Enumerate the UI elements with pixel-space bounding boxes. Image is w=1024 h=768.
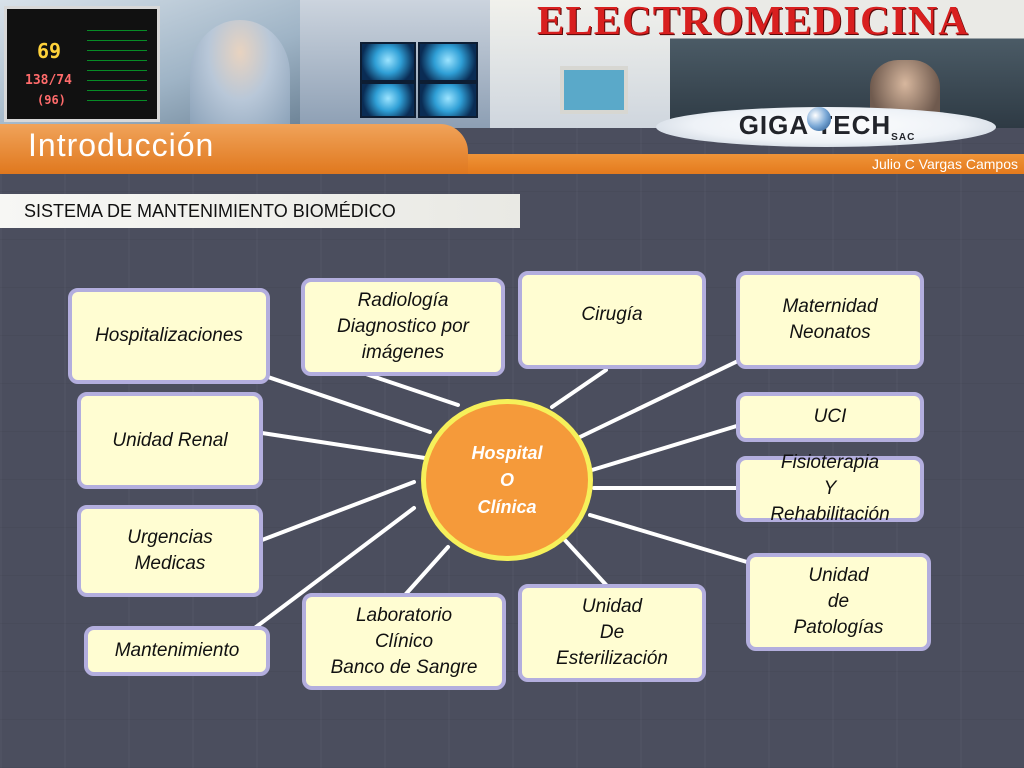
connector-esterilizacion [561,536,610,589]
monitor-value-mean: (96) [37,93,66,107]
banner-photo-monitor: 69 138/74 (96) [0,0,300,128]
brand-title: ELECTROMEDICINA [537,0,969,43]
connector-cirugia [550,368,608,409]
node-unidad-renal: Unidad Renal [77,392,263,489]
brain-scan-image [418,42,478,82]
title-bar: Introducción [0,124,468,174]
connector-hospitalizaciones [263,374,432,434]
node-cirugia: Cirugía [518,271,706,369]
connector-mantenimiento [250,506,416,632]
slide-subtitle: SISTEMA DE MANTENIMIENTO BIOMÉDICO [0,194,520,228]
brain-scan-image [360,42,416,82]
connector-unidad-renal [260,431,427,460]
monitor-value-pressure: 138/74 [25,73,72,88]
surgeon-photo [190,20,290,128]
globe-icon [807,107,831,131]
slide-title: Introducción [28,127,215,163]
header-banner: 69 138/74 (96) ELECTROMEDICINA [0,0,1024,128]
author-name: Julio C Vargas Campos [871,156,1018,172]
vital-signs-monitor: 69 138/74 (96) [4,6,160,122]
node-uci: UCI [736,392,924,442]
lab-screen [560,66,628,114]
connector-maternidad [578,358,742,439]
brain-scan-image [360,82,416,118]
connector-fisioterapia [260,480,416,542]
node-maternidad: Maternidad Neonatos [736,271,924,369]
monitor-value-heart-rate: 69 [37,39,62,63]
logo-suffix: SAC [891,132,916,144]
node-patologias: Unidad de Patologías [746,553,931,651]
node-radiologia: Radiología Diagnostico por imágenes [301,278,505,376]
node-urgencias: Fisioterapia Y Rehabilitación [736,452,924,525]
banner-photo-scanner [300,0,490,128]
hub-hospital-clinica: Hospital O Clínica [421,399,593,561]
connector-radiologia [358,370,460,407]
node-laboratorio: Laboratorio Clínico Banco de Sangre [302,593,506,690]
banner-photo-lab [490,0,670,128]
node-mantenimiento: Mantenimiento [84,626,270,676]
connector-laboratorio [403,545,450,597]
node-fisioterapia: Urgencias Medicas [77,505,263,597]
connector-uci [590,423,742,472]
connector-patologias [588,513,749,564]
brain-scan-image [418,82,478,118]
waveform-grid [87,21,147,101]
node-hospitalizaciones: Hospitalizaciones [68,288,270,384]
node-esterilizacion: Unidad De Esterilización [518,584,706,682]
